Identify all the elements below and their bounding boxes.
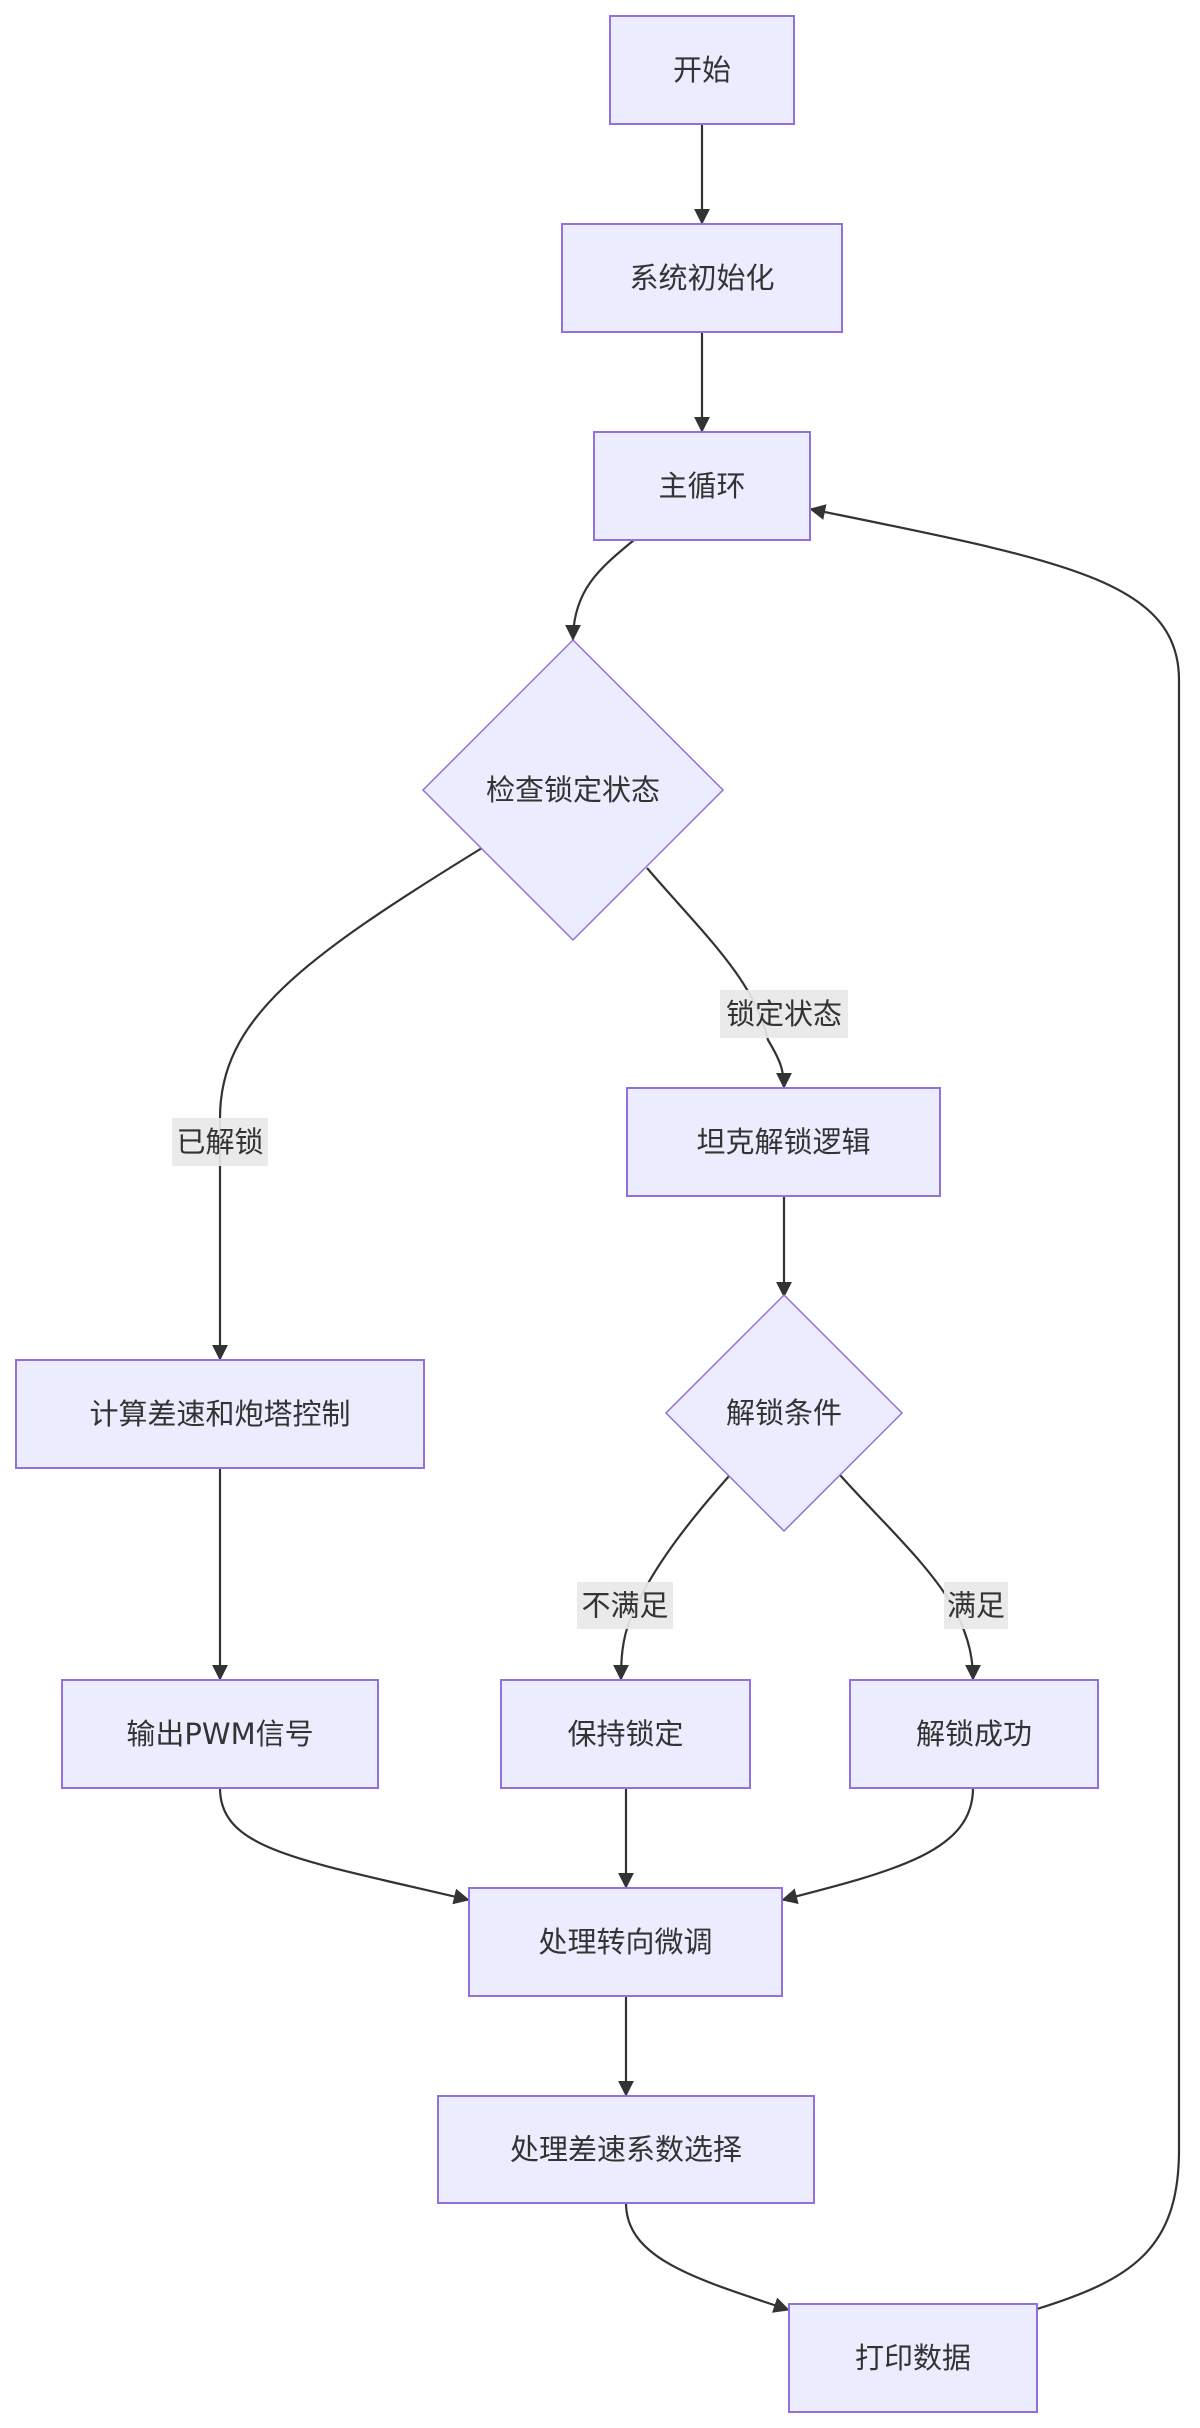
node-diffsel[interactable]: 处理差速系数选择	[437, 2095, 815, 2204]
node-label: 系统初始化	[629, 261, 774, 295]
node-label: 开始	[673, 53, 731, 87]
process-box	[593, 431, 811, 541]
edge-label-text: 不满足	[581, 1589, 668, 1623]
node-steer[interactable]: 处理转向微调	[468, 1887, 783, 1997]
process-box	[437, 2095, 815, 2204]
edge-mainloop-to-checklock	[565, 539, 635, 641]
node-checklock[interactable]: 检查锁定状态	[421, 638, 725, 942]
node-label: 处理差速系数选择	[510, 2133, 742, 2167]
edge-label-text: 锁定状态	[726, 997, 842, 1031]
edge-unlockcond-to-keeplock	[613, 1474, 731, 1681]
node-label: 检查锁定状态	[486, 773, 660, 807]
node-label: 处理转向微调	[538, 1925, 712, 1959]
node-pwm[interactable]: 输出PWM信号	[61, 1679, 379, 1789]
edge-label-text: 满足	[947, 1589, 1005, 1623]
node-init[interactable]: 系统初始化	[561, 223, 843, 333]
node-unlockcond[interactable]: 解锁条件	[664, 1293, 904, 1533]
node-print[interactable]: 打印数据	[788, 2303, 1038, 2413]
process-box	[15, 1359, 425, 1469]
process-box	[500, 1679, 751, 1789]
process-box	[609, 15, 795, 125]
node-label: 打印数据	[855, 2341, 971, 2375]
edge-label-text: 已解锁	[176, 1125, 263, 1159]
node-label: 主循环	[658, 469, 745, 503]
process-box	[561, 223, 843, 333]
edge-label-checklock-to-unlocklogic: 锁定状态	[720, 990, 848, 1038]
edge-label-unlockcond-to-keeplock: 不满足	[577, 1582, 673, 1629]
node-mainloop[interactable]: 主循环	[593, 431, 811, 541]
edge-label-background	[577, 1582, 673, 1629]
node-calc[interactable]: 计算差速和炮塔控制	[15, 1359, 425, 1469]
node-label: 保持锁定	[567, 1717, 683, 1751]
node-label: 坦克解锁逻辑	[696, 1125, 870, 1159]
node-label: 输出PWM信号	[126, 1717, 313, 1751]
edge-unlockok-to-steer	[781, 1787, 975, 1905]
process-box	[61, 1679, 379, 1789]
decision-diamond	[664, 1293, 904, 1533]
edge-print-to-mainloop	[809, 504, 1181, 2311]
decision-diamond	[421, 638, 725, 942]
edge-checklock-to-unlocklogic	[646, 867, 792, 1089]
node-keeplock[interactable]: 保持锁定	[500, 1679, 751, 1789]
edge-checklock-to-calc	[212, 847, 483, 1361]
edge-label-unlockcond-to-unlockok: 满足	[944, 1582, 1008, 1629]
node-label: 计算差速和炮塔控制	[89, 1397, 350, 1431]
process-box	[849, 1679, 1099, 1789]
edge-label-background	[172, 1118, 268, 1166]
edge-label-background	[944, 1582, 1008, 1629]
node-unlocklogic[interactable]: 坦克解锁逻辑	[626, 1087, 941, 1197]
edge-diffsel-to-print	[624, 2202, 790, 2313]
edge-unlockcond-to-unlockok	[839, 1474, 981, 1681]
edge-label-background	[720, 990, 848, 1038]
node-label: 解锁条件	[726, 1396, 842, 1430]
process-box	[468, 1887, 783, 1997]
node-start[interactable]: 开始	[609, 15, 795, 125]
edge-label-checklock-to-calc: 已解锁	[172, 1118, 268, 1166]
node-unlockok[interactable]: 解锁成功	[849, 1679, 1099, 1789]
edge-pwm-to-steer	[218, 1787, 470, 1905]
node-label: 解锁成功	[916, 1717, 1032, 1751]
process-box	[626, 1087, 941, 1197]
process-box	[788, 2303, 1038, 2413]
